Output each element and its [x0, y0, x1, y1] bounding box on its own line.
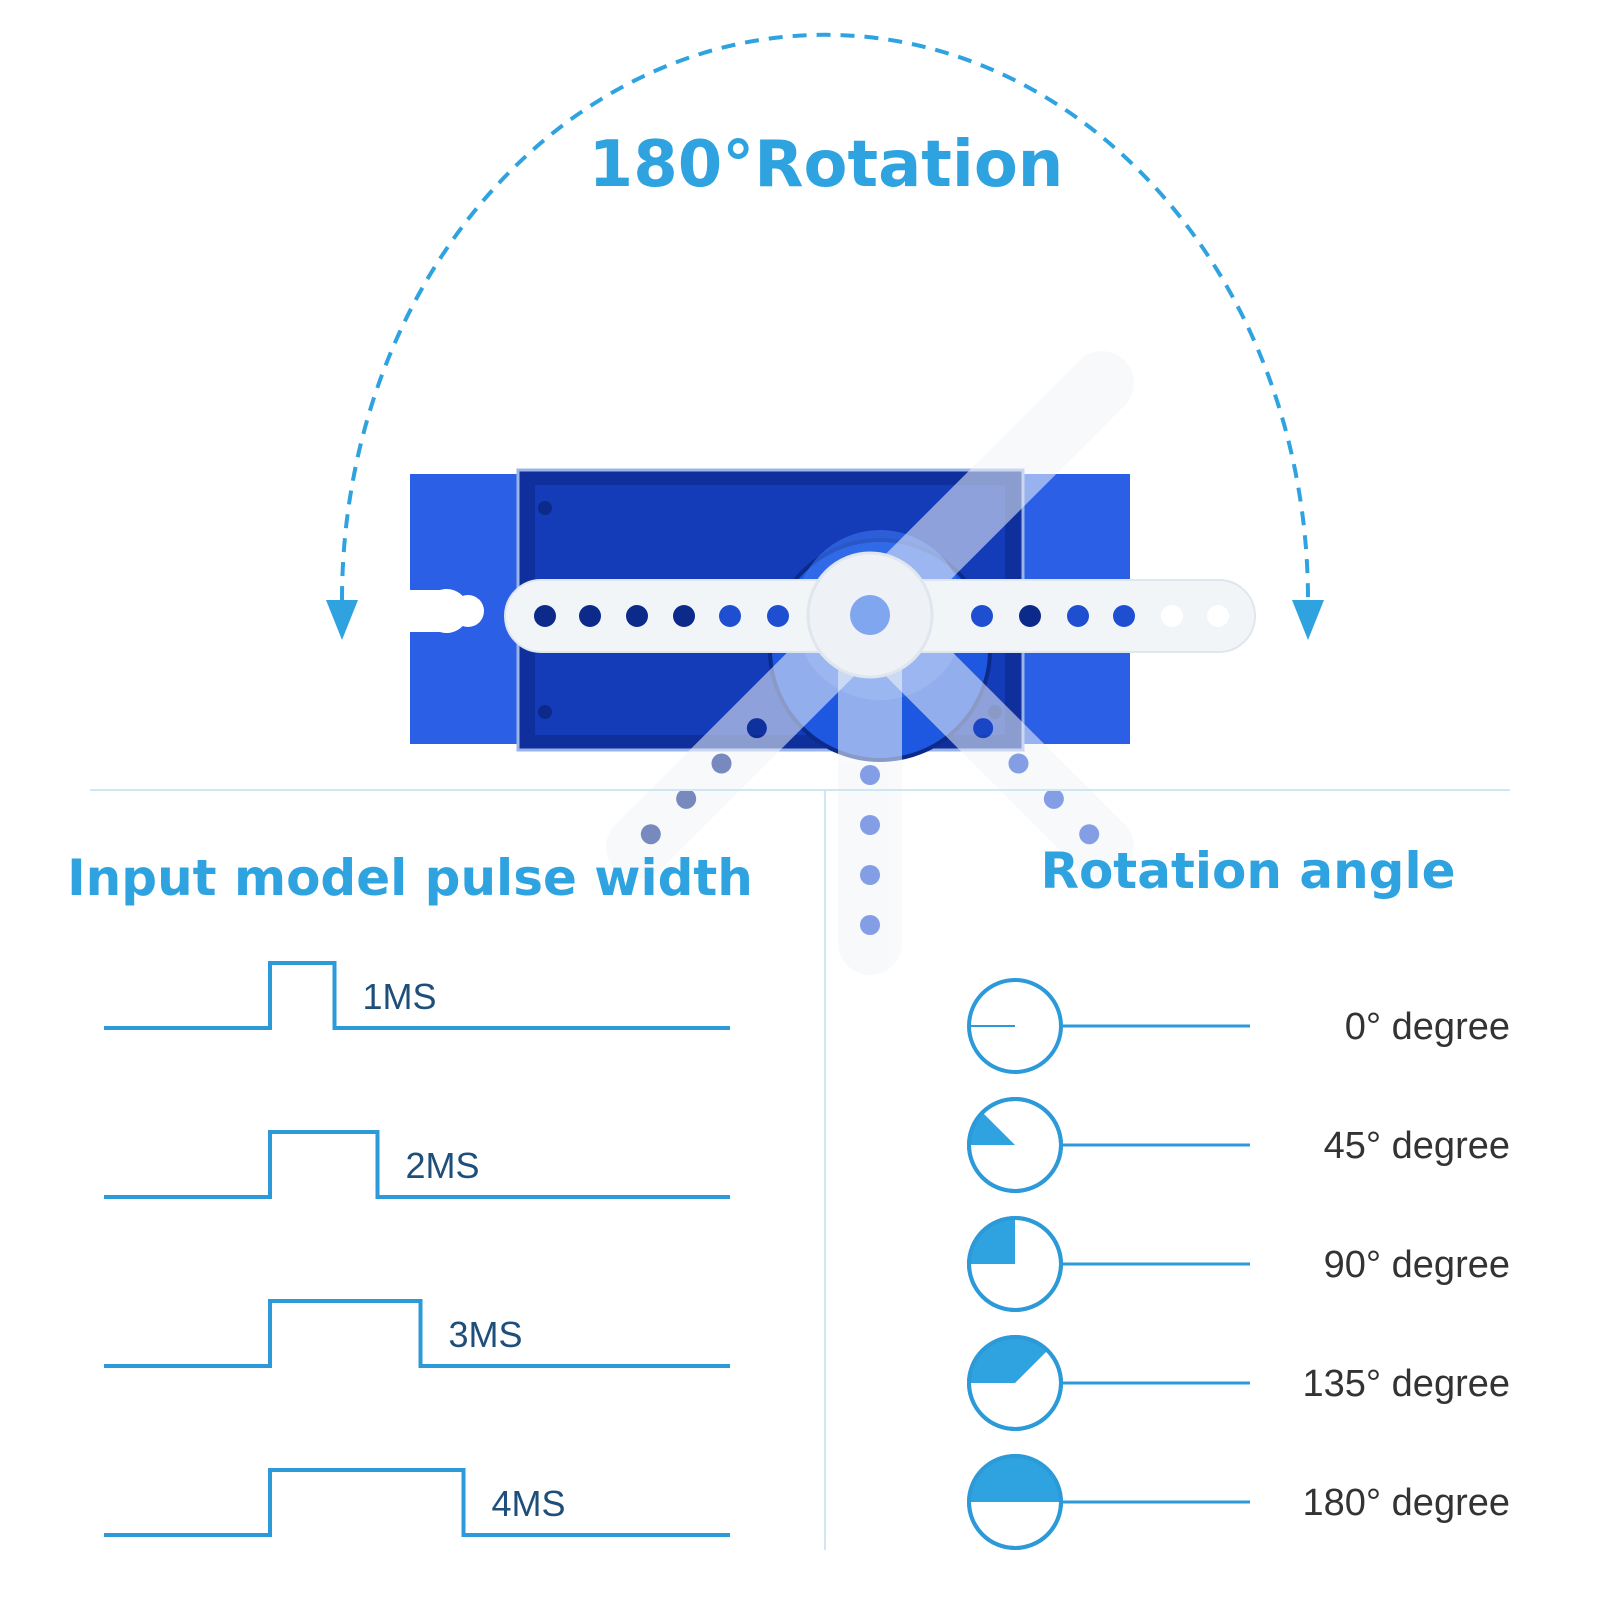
angle-item: 0° degree — [967, 978, 1510, 1074]
angle-label: 135° degree — [1303, 1363, 1510, 1405]
pulse-label: 1MS — [363, 976, 437, 1017]
pulse-list: 1MS 2MS 3MS 4MS — [104, 961, 730, 1537]
pulse-label: 3MS — [449, 1314, 523, 1355]
rotation-arc — [340, 32, 1310, 601]
pulse-item: 2MS — [104, 1130, 730, 1199]
angle-item: 45° degree — [967, 1097, 1510, 1193]
left-arrow-icon — [326, 600, 358, 640]
angle-item: 180° degree — [967, 1454, 1510, 1550]
rotation-title: 180°Rotation — [589, 128, 1064, 202]
pulse-waveform — [104, 1130, 730, 1199]
pulse-label: 2MS — [406, 1145, 480, 1186]
angle-item: 135° degree — [967, 1335, 1510, 1431]
pulse-label: 4MS — [492, 1483, 566, 1524]
servo-horn-icon — [504, 351, 1256, 975]
angle-sector — [969, 1456, 1061, 1502]
pulse-item: 3MS — [104, 1299, 730, 1368]
angle-sector — [968, 1112, 1015, 1145]
pulse-heading: Input model pulse width — [67, 849, 753, 907]
angle-list: 0° degree 45° degree 90° degree 135° degree… — [967, 978, 1510, 1550]
pulse-waveform — [104, 961, 730, 1030]
right-arrow-icon — [1292, 600, 1324, 640]
angle-sector — [969, 1336, 1048, 1383]
pulse-waveform — [104, 1468, 730, 1537]
angle-label: 90° degree — [1324, 1244, 1510, 1286]
pulse-waveform — [104, 1299, 730, 1368]
angle-item: 90° degree — [967, 1216, 1510, 1312]
pulse-item: 1MS — [104, 961, 730, 1030]
angle-label: 180° degree — [1303, 1482, 1510, 1524]
angle-label: 0° degree — [1345, 1006, 1510, 1048]
angle-sector — [969, 1218, 1015, 1264]
pulse-item: 4MS — [104, 1468, 730, 1537]
angle-heading: Rotation angle — [1040, 842, 1455, 900]
angle-label: 45° degree — [1324, 1125, 1510, 1167]
